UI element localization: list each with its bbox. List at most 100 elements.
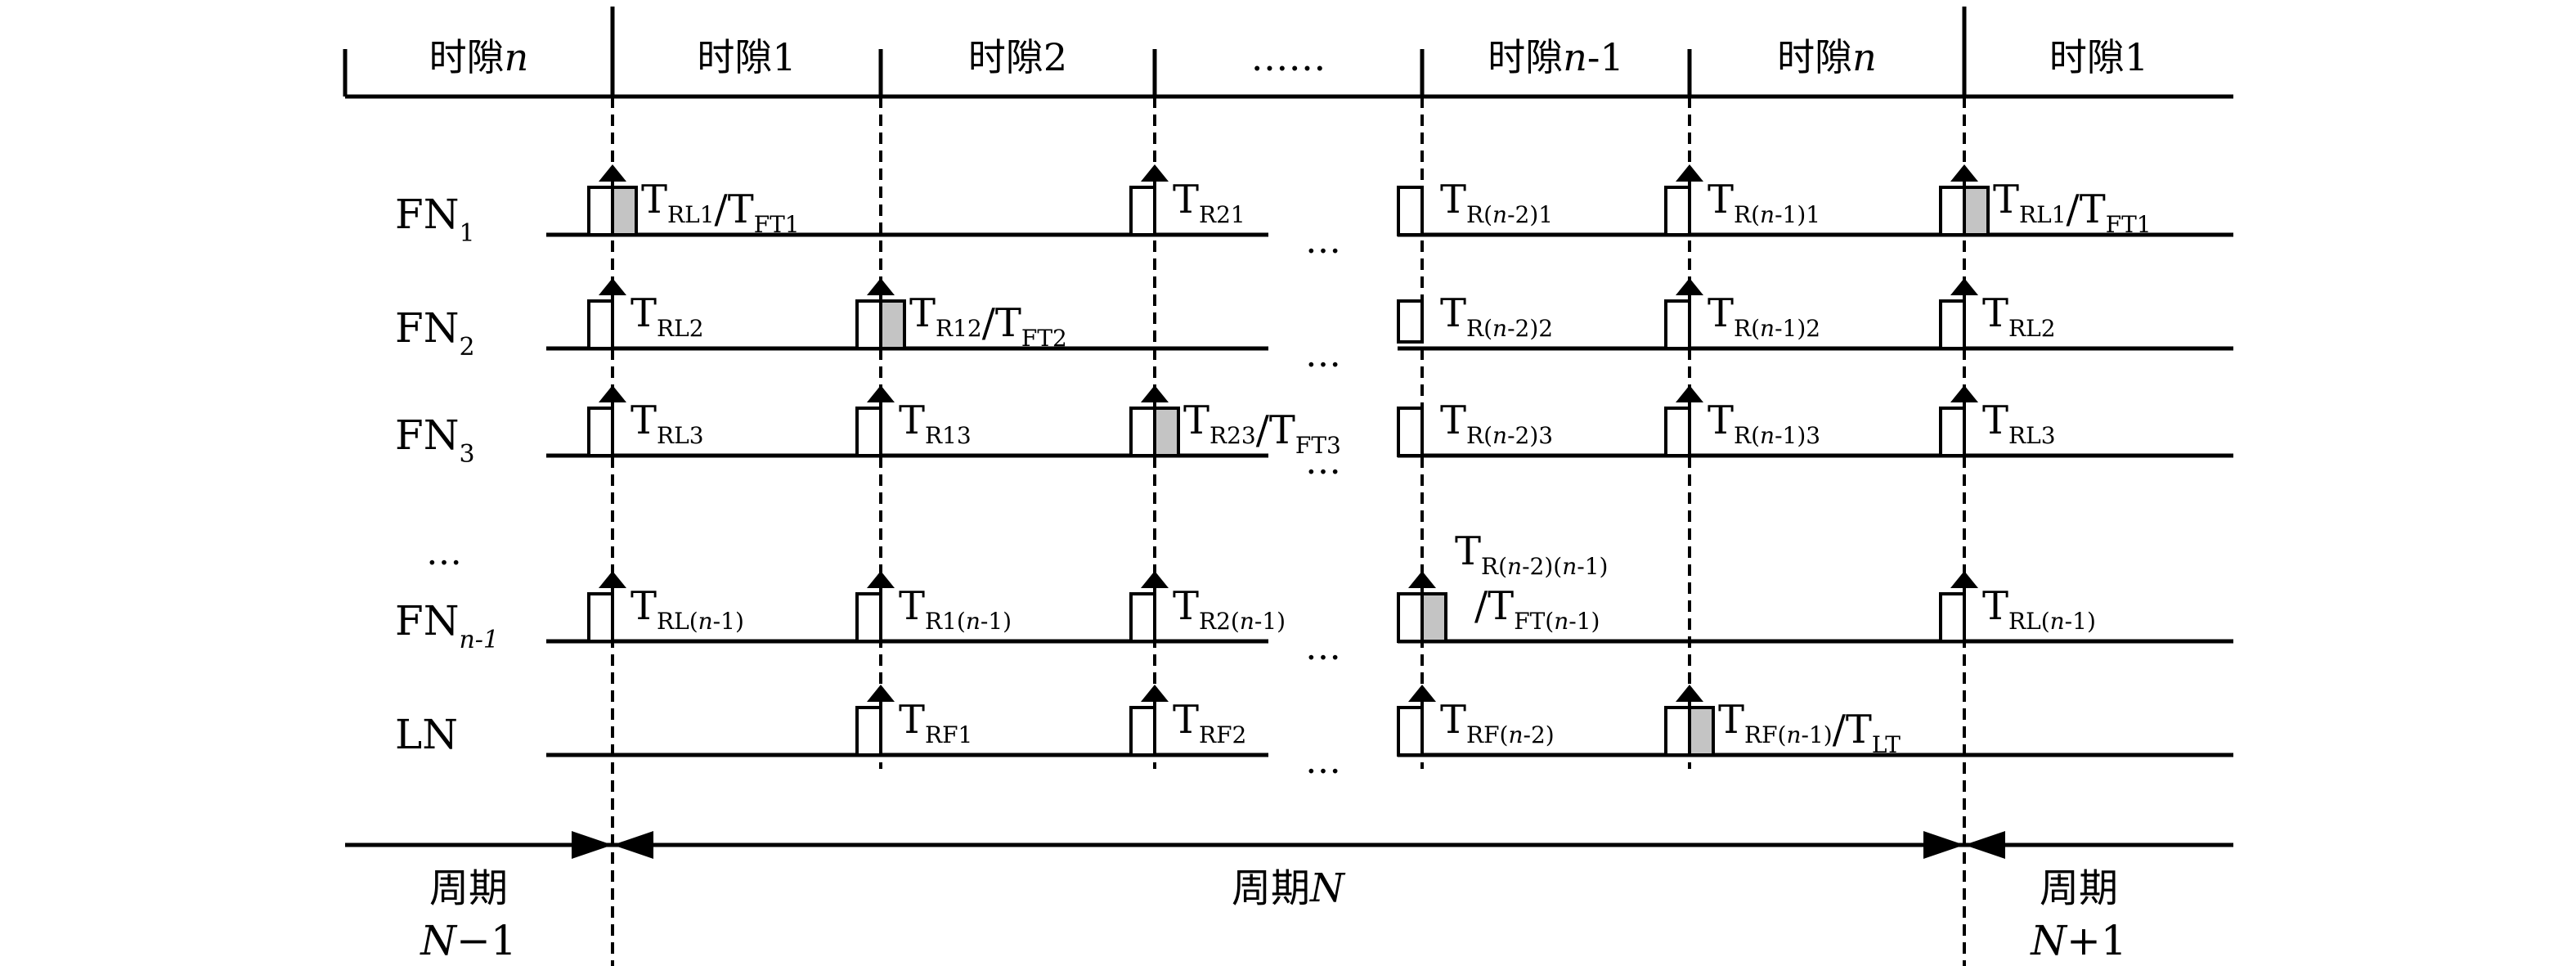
up-arrow-icon: [1141, 164, 1169, 182]
pulse-label: TRF2: [1173, 697, 1246, 748]
slot-label: 时隙n-1: [1488, 35, 1623, 79]
pulse-label: TRF(n-2): [1440, 697, 1555, 748]
gap-ellipsis: …: [1305, 334, 1341, 375]
pulse-box-gray: [1963, 186, 1990, 236]
pulse-box: [587, 299, 614, 350]
pulse-label: TRL1/TFT1: [641, 177, 800, 238]
sync-pulse: TR(n-1)2: [1664, 278, 1820, 350]
up-arrow-icon: [867, 278, 895, 295]
up-arrow-icon: [1141, 571, 1169, 588]
pulse-label: TRF(n-1)/TLT: [1718, 697, 1901, 758]
up-arrow-icon: [1408, 571, 1436, 588]
pulse-label: TRL3: [1982, 398, 2056, 449]
gap-ellipsis: …: [1305, 441, 1341, 483]
pulse-box: [1129, 186, 1156, 236]
row-label: LN: [395, 711, 458, 758]
slot-label: 时隙1: [2049, 35, 2148, 79]
arrowhead-right-icon: [1923, 831, 1964, 859]
pulse-box: [1397, 407, 1424, 457]
pulse-label: TR2(n-1): [1173, 583, 1286, 635]
arrowhead-right-icon: [572, 831, 613, 859]
pulse-box: [1129, 706, 1156, 757]
pulse-label: TR23/TFT3: [1183, 398, 1341, 459]
up-arrow-icon: [1141, 685, 1169, 702]
period-number: N−1: [420, 917, 516, 964]
up-arrow-icon: [599, 385, 626, 402]
pulse-box: [1129, 407, 1156, 457]
up-arrow-icon: [1676, 164, 1703, 182]
sync-pulse: TRF2: [1129, 685, 1246, 757]
up-arrow-icon: [1141, 385, 1169, 402]
sync-pulse: TR(n-1)3: [1664, 385, 1820, 457]
up-arrow-icon: [867, 385, 895, 402]
pulse-label: TR(n-1)1: [1708, 177, 1820, 228]
node-rows: FN1…FN2…FN3…FNn-1…LN……: [395, 191, 2233, 782]
row-ellipsis: …: [426, 532, 462, 573]
pulse-label: TRL3: [631, 398, 704, 449]
row-label: FN1: [395, 191, 475, 248]
sync-pulse: TR(n-1)1: [1664, 164, 1820, 236]
sync-pulse: TR1(n-1): [855, 571, 1012, 643]
sync-pulse: TRL3: [1939, 385, 2056, 457]
up-arrow-icon: [1676, 685, 1703, 702]
sync-pulse: TRL2: [587, 278, 704, 350]
pulse-box: [587, 592, 614, 643]
pulse-box: [1939, 299, 1966, 350]
pulse-box: [1129, 592, 1156, 643]
row-label: FNn-1: [395, 597, 499, 654]
pulse-box-gray: [611, 186, 638, 236]
up-arrow-icon: [867, 685, 895, 702]
pulse-box: [1939, 592, 1966, 643]
up-arrow-icon: [1676, 385, 1703, 402]
sync-pulse: TR(n-2)2: [1397, 290, 1553, 344]
pulse-box: [855, 299, 882, 350]
pulse-box: [1939, 407, 1966, 457]
slot-label: 时隙1: [697, 35, 796, 79]
period-label: 周期N: [1232, 865, 1346, 911]
arrowhead-left-icon: [1964, 831, 2005, 859]
pulse-label: TRL2: [631, 290, 704, 342]
up-arrow-icon: [599, 278, 626, 295]
pulse-label: TR(n-2)(n-1): [1455, 528, 1608, 580]
up-arrow-icon: [1676, 278, 1703, 295]
sync-pulse-highlighted: TR23/TFT3: [1129, 385, 1341, 459]
pulse-box: [1397, 706, 1424, 757]
up-arrow-icon: [599, 571, 626, 588]
pulse-box: [855, 592, 882, 643]
gap-ellipsis: …: [1305, 627, 1341, 668]
pulse-label: TRF1: [899, 697, 972, 748]
slot-label: 时隙n: [429, 35, 529, 79]
sync-pulse-highlighted: TRL1/TFT1: [1939, 164, 2152, 238]
sync-pulse-highlighted: TRF(n-1)/TLT: [1664, 685, 1901, 758]
pulse-label: TR(n-1)3: [1708, 398, 1820, 449]
pulse-box: [855, 706, 882, 757]
sync-pulse: TRF1: [855, 685, 972, 757]
row-label: FN2: [395, 304, 475, 362]
up-arrow-icon: [1950, 278, 1978, 295]
period-label: 周期: [429, 865, 508, 911]
sync-pulse: TR21: [1129, 164, 1245, 236]
up-arrow-icon: [599, 164, 626, 182]
pulse-label: TR1(n-1): [899, 583, 1012, 635]
sync-pulse: TR(n-2)1: [1397, 177, 1553, 236]
pulse-label: TRL2: [1982, 290, 2056, 342]
pulse-box: [1664, 186, 1691, 236]
sync-pulse: TRL(n-1): [587, 571, 744, 643]
pulse-box: [1397, 592, 1424, 643]
pulse-box: [1939, 186, 1966, 236]
pulse-label: TR(n-2)3: [1440, 398, 1553, 449]
pulses: TRL1/TFT1 TR21 TR(n-2)1 TR(n-1)1 TRL1/TFT1TR…: [587, 164, 2152, 758]
sync-pulse: TRF(n-2): [1397, 685, 1555, 757]
sync-pulse-highlighted: TR(n-2)(n-1)/TFT(n-1): [1397, 528, 1608, 643]
pulse-box: [1397, 186, 1424, 236]
period-label: 周期: [2040, 865, 2118, 911]
pulse-label: TR21: [1173, 177, 1245, 228]
slot-label: 时隙n: [1777, 35, 1877, 79]
up-arrow-icon: [1950, 164, 1978, 182]
gap-ellipsis: …: [1305, 220, 1341, 262]
pulse-box: [587, 186, 614, 236]
pulse-label: TRL1/TFT1: [1993, 177, 2152, 238]
sync-pulse-highlighted: TRL1/TFT1: [587, 164, 800, 238]
